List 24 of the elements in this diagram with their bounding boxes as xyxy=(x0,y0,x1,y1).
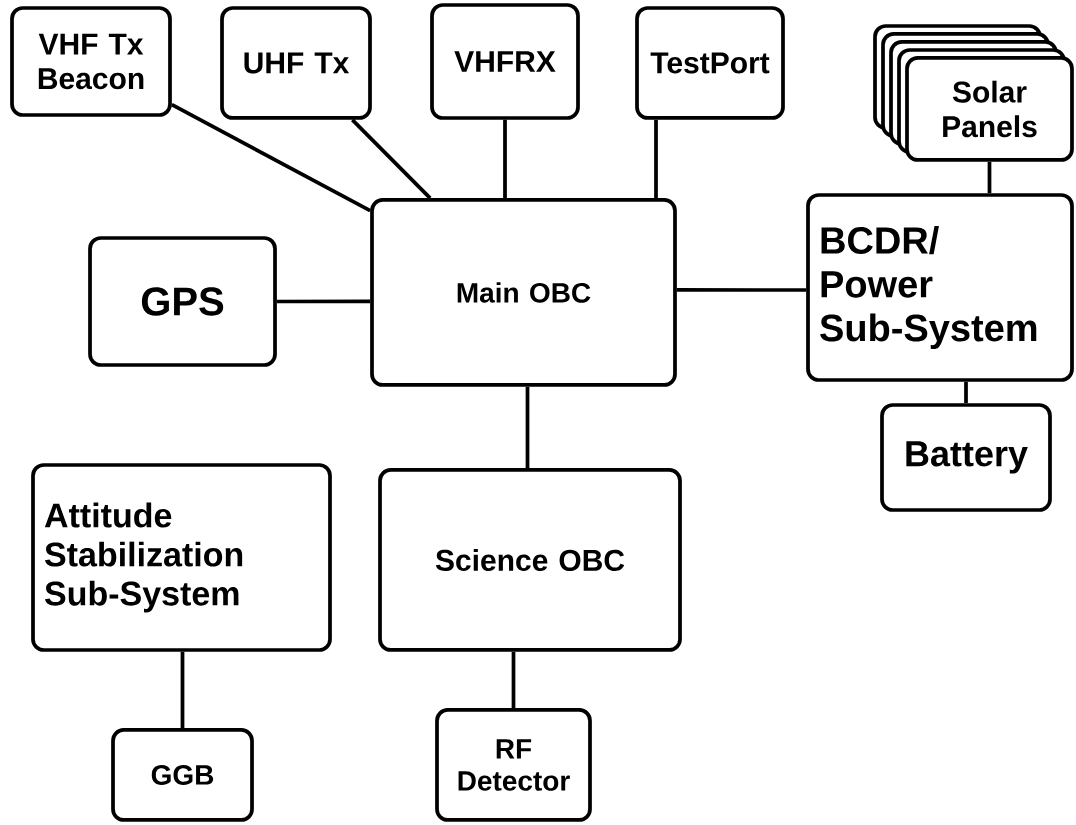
connector-line xyxy=(525,386,530,469)
connector-line xyxy=(987,161,992,194)
connector-line xyxy=(351,118,432,200)
process-box: Science OBC xyxy=(378,468,682,652)
process-box: VHFRX xyxy=(430,3,580,120)
stacked-panel-box: Solar Panels xyxy=(873,24,1074,162)
connector-line xyxy=(171,103,371,213)
process-box: VHF Tx Beacon xyxy=(10,6,172,117)
process-box: Attitude Stabilization Sub-System xyxy=(31,463,332,652)
process-box: GPS xyxy=(88,236,277,367)
connector-line xyxy=(503,119,507,199)
connector-line xyxy=(511,651,516,709)
connector-line xyxy=(276,299,371,304)
process-box: BCDR/ Power Sub-System xyxy=(806,193,1074,382)
process-box: UHF Tx xyxy=(220,6,372,120)
process-box: TestPort xyxy=(635,6,785,120)
connector-line xyxy=(676,288,807,292)
process-box: Battery xyxy=(880,403,1052,512)
connector-line xyxy=(654,119,658,199)
process-box: GGB xyxy=(111,728,254,822)
process-box: RF Detector xyxy=(435,708,592,822)
process-box: Main OBC xyxy=(370,198,677,387)
connector-line xyxy=(964,381,968,404)
connector-line xyxy=(180,651,185,729)
